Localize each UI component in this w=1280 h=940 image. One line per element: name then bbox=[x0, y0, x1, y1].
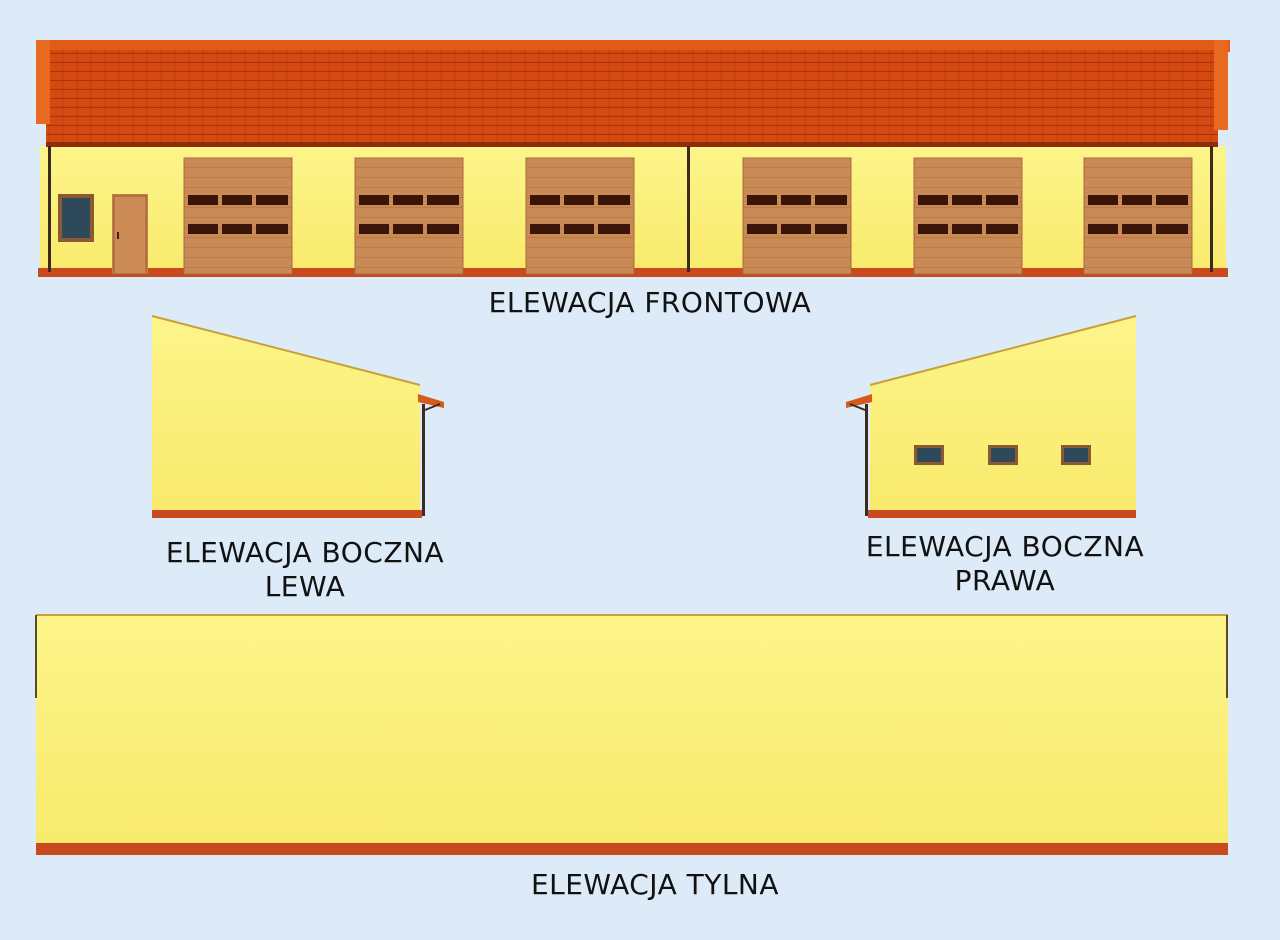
left-side-eave bbox=[418, 394, 444, 408]
rear-wall bbox=[36, 614, 1228, 848]
rear-elevation-label-text: ELEWACJA TYLNA bbox=[530, 868, 780, 901]
left-side-plinth bbox=[152, 510, 422, 518]
front-roof-edge-left bbox=[36, 40, 50, 124]
front-roof bbox=[46, 50, 1218, 146]
right-side-elevation-label: ELEWACJA BOCZNA PRAWA bbox=[800, 530, 1210, 598]
downpipe-left bbox=[48, 146, 51, 272]
garage-door bbox=[913, 157, 1023, 275]
front-roof-fascia bbox=[36, 40, 1230, 52]
left-side-elevation-label-line2: LEWA bbox=[264, 570, 346, 603]
garage-door bbox=[742, 157, 852, 275]
garage-door bbox=[525, 157, 635, 275]
right-side-elevation bbox=[846, 315, 1137, 518]
rear-plinth bbox=[36, 843, 1228, 855]
garage-door bbox=[183, 157, 293, 275]
left-side-elevation-label-line1: ELEWACJA BOCZNA bbox=[165, 536, 445, 569]
right-side-roof-edge bbox=[869, 315, 1137, 386]
front-roof-eave bbox=[46, 142, 1218, 147]
left-side-elevation bbox=[151, 315, 444, 518]
downpipe-middle bbox=[687, 146, 690, 272]
front-elevation-label: ELEWACJA FRONTOWA bbox=[300, 286, 1000, 320]
right-side-elevation-label-line2: PRAWA bbox=[954, 564, 1056, 597]
right-side-plinth bbox=[868, 510, 1136, 518]
right-side-downpipe bbox=[865, 404, 868, 516]
left-side-downpipe bbox=[422, 404, 425, 516]
garage-door bbox=[1083, 157, 1193, 275]
right-side-window bbox=[1061, 445, 1091, 465]
right-side-window bbox=[988, 445, 1018, 465]
right-side-elevation-label-line1: ELEWACJA BOCZNA bbox=[865, 530, 1145, 563]
garage-door bbox=[354, 157, 464, 275]
front-elevation-label-text: ELEWACJA FRONTOWA bbox=[488, 286, 812, 319]
left-side-elevation-label: ELEWACJA BOCZNA LEWA bbox=[100, 536, 510, 604]
downpipe-right bbox=[1210, 146, 1213, 272]
rear-elevation bbox=[35, 614, 1228, 855]
left-side-wall bbox=[152, 317, 420, 512]
right-side-wall bbox=[870, 316, 1136, 512]
left-side-roof-edge bbox=[151, 315, 421, 386]
rear-elevation-label: ELEWACJA TYLNA bbox=[300, 868, 1010, 902]
right-side-eave bbox=[846, 394, 872, 408]
entrance-door bbox=[112, 194, 148, 275]
front-window bbox=[58, 194, 94, 242]
front-roof-edge-right bbox=[1214, 40, 1228, 130]
front-elevation bbox=[36, 40, 1230, 277]
right-side-window bbox=[914, 445, 944, 465]
